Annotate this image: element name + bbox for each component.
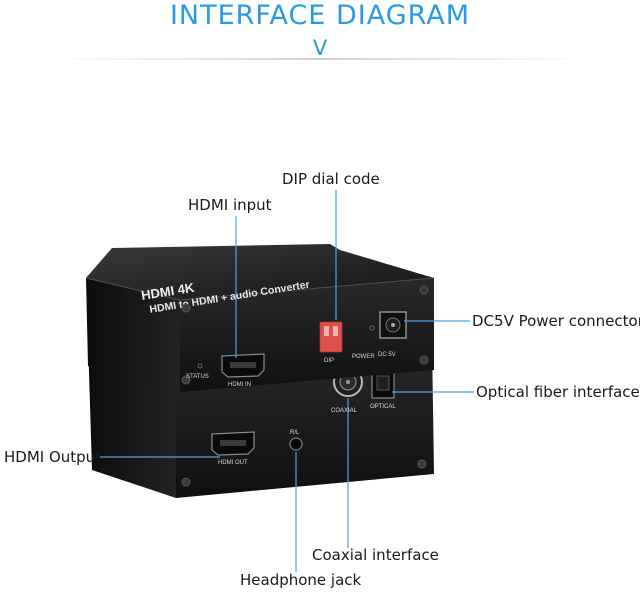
hdmi-in-port [221,353,265,378]
headphone-jack [289,437,303,451]
screw [181,303,191,313]
screw [419,285,429,295]
power-led [369,325,375,331]
dc-jack [379,311,407,339]
top-unit-surface [86,244,434,300]
callout-optical: Optical fiber interface [476,383,640,401]
page-title: INTERFACE DIAGRAM [169,0,471,31]
callout-dc5v: DC5V Power connector [472,312,640,330]
optical-port [371,369,395,399]
dip-label: DIP [324,358,334,364]
callout-dip: DIP dial code [282,170,380,188]
rl-label: R/L [290,430,300,436]
optical-label: OPTICAL [370,404,396,410]
power-label: POWER [352,354,375,360]
screw [417,459,427,469]
dip-switch [319,321,343,353]
top-unit-side [86,278,180,392]
callout-coaxial: Coaxial interface [312,546,439,564]
screw [181,477,191,487]
callout-hdmi-out: HDMI Output [4,448,102,466]
top-unit: HDMI 4K HDMI to HDMI + audio Converter S… [85,244,435,392]
screw [181,375,191,385]
coaxial-label: COAXIAL [331,408,358,414]
page-subtitle: V [312,36,328,60]
leader-lines [100,190,474,572]
hdmi-in-label: HDMI IN [228,382,251,388]
callout-hdmi-in: HDMI input [188,196,272,214]
status-label: STATUS [186,374,209,380]
callout-headphone: Headphone jack [240,571,362,589]
header-divider [40,58,600,60]
status-led [197,363,203,369]
hdmi-out-label: HDMI OUT [218,460,248,466]
hdmi-out-port [211,431,255,456]
screw [419,355,429,365]
dc-label: DC 5V [378,352,396,358]
